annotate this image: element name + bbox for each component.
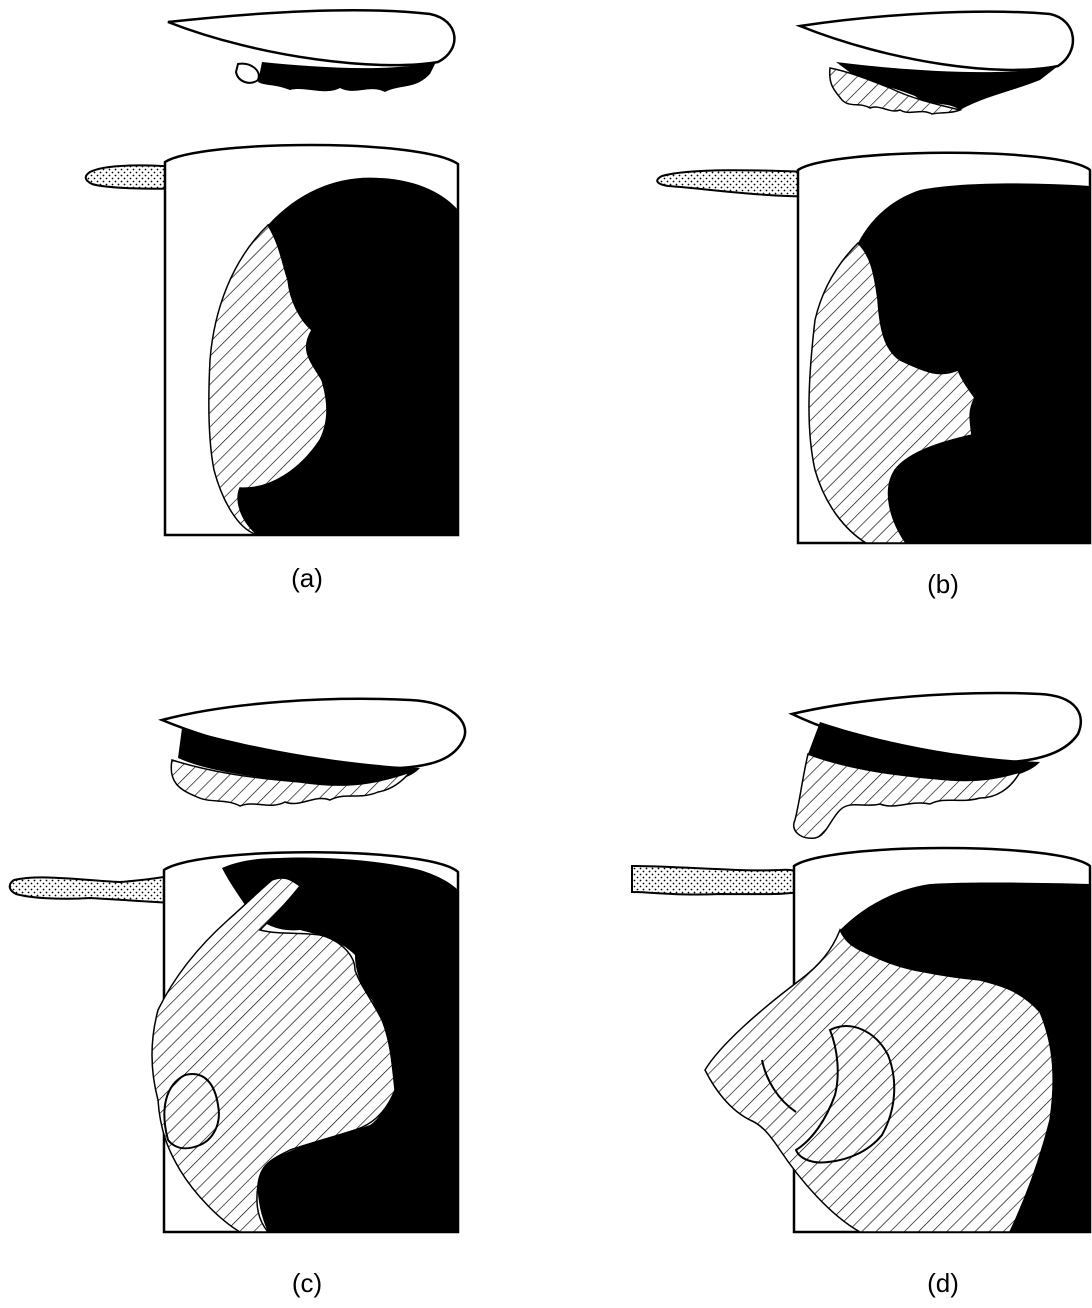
panel-a: (a): [86, 10, 458, 593]
panel-label-a: (a): [291, 563, 323, 593]
panel-c: (c): [10, 699, 465, 1298]
airfoil-black-deposit-a: [258, 62, 436, 92]
airfoil-small-tab-a: [236, 64, 259, 83]
airfoil-a: [168, 10, 454, 65]
panel-label-c: (c): [292, 1268, 322, 1298]
panel-label-b: (b): [927, 569, 959, 599]
spray-jet-d: [632, 866, 807, 895]
airfoil-b: [800, 12, 1073, 70]
panel-label-d: (d): [927, 1268, 959, 1298]
panel-b: (b): [657, 12, 1090, 599]
panel-d: (d): [632, 693, 1090, 1298]
